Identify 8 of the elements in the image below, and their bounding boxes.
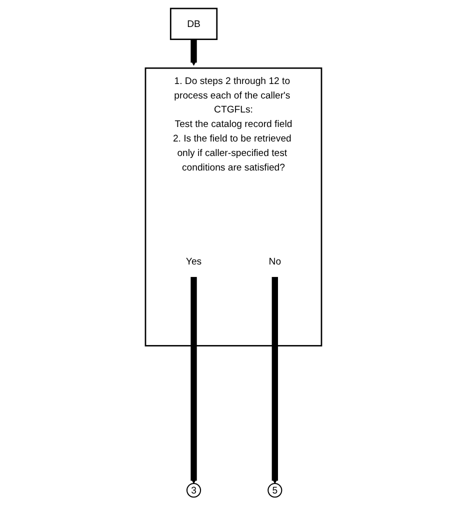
- node-box: DB: [169, 8, 218, 40]
- arrow: [190, 39, 196, 66]
- node-circle: 3: [186, 483, 201, 498]
- arrow: [271, 276, 278, 484]
- node-text: Yes: [185, 256, 202, 267]
- node-circle: 5: [267, 483, 282, 498]
- node-text: No: [268, 256, 281, 267]
- arrow: [190, 276, 196, 484]
